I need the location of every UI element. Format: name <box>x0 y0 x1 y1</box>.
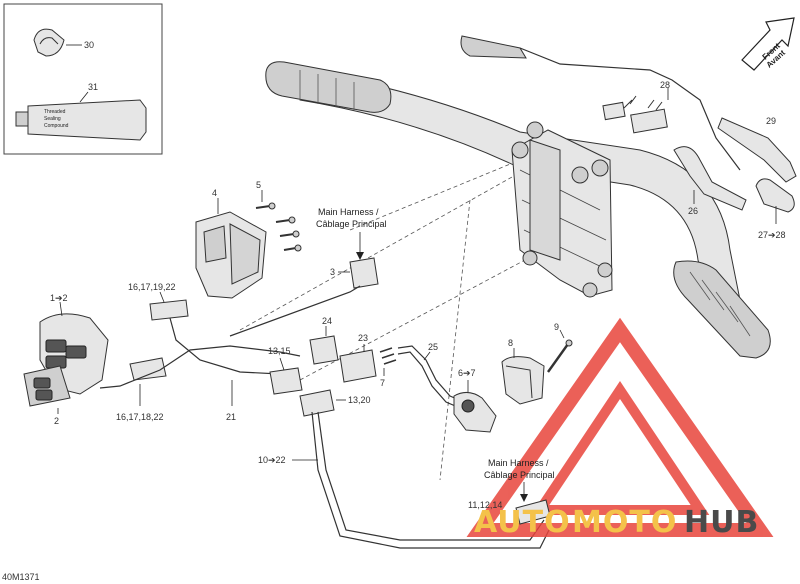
callout-3: 3 <box>330 267 335 277</box>
watermark-text-auto: AUTO <box>474 505 571 540</box>
handlebar <box>265 61 771 359</box>
figure-code: 40M1371 <box>2 572 40 582</box>
harness-label-2-line1: Main Harness / <box>488 458 549 468</box>
front-direction-arrow: Front Avant <box>741 17 795 71</box>
callout-28: 28 <box>660 80 670 90</box>
harness-label-1-line1: Main Harness / <box>318 207 379 217</box>
callout-10-22: 10➔22 <box>258 455 286 465</box>
callout-8: 8 <box>508 338 513 348</box>
callout-26: 26 <box>688 206 698 216</box>
part-21-harness <box>99 345 301 389</box>
callout-1-2: 1➔2 <box>50 293 68 303</box>
callout-4: 4 <box>212 188 217 198</box>
svg-text:Sealing: Sealing <box>44 116 61 122</box>
part-28-connector-a <box>602 101 626 121</box>
connector-16-upper <box>149 299 189 321</box>
part-7-pins <box>379 347 397 365</box>
callout-16-upper: 16,17,19,22 <box>128 282 176 292</box>
svg-text:Compound: Compound <box>44 123 69 129</box>
part-8-housing <box>501 356 545 405</box>
part-3-connector <box>349 257 379 289</box>
part-24-connector <box>309 335 339 365</box>
part-23-connector <box>339 349 377 383</box>
callout-13-20: 13,20 <box>348 395 371 405</box>
callout-9: 9 <box>554 322 559 332</box>
callout-21: 21 <box>226 412 236 422</box>
callout-7: 7 <box>380 378 385 388</box>
harness-label-1-line2: Câblage Principal <box>316 219 387 229</box>
watermark-text-hub: HUB <box>684 505 759 540</box>
callout-29: 29 <box>766 116 776 126</box>
part-26-sleeve <box>673 146 747 211</box>
callout-23: 23 <box>358 333 368 343</box>
top-grip-cover <box>460 35 527 59</box>
handlebar-riser <box>511 121 613 298</box>
callout-25: 25 <box>428 342 438 352</box>
callout-27-28: 27➔28 <box>758 230 786 240</box>
switch-button-a <box>45 339 67 353</box>
part-31-tube <box>27 99 147 141</box>
callout-2: 2 <box>54 416 59 426</box>
part-30-grommet <box>33 28 65 57</box>
part-27-boot <box>755 178 795 213</box>
right-grip <box>673 260 771 359</box>
callout-31: 31 <box>88 82 98 92</box>
part-25-harness <box>397 345 465 403</box>
switch-button-c <box>45 355 67 369</box>
part-6-switch <box>453 392 497 433</box>
part-9-pin <box>547 343 569 373</box>
switch-button-b <box>65 345 87 359</box>
part-28-connector-b <box>630 108 668 134</box>
part-5-screws <box>255 202 302 252</box>
connector-13-15 <box>269 367 303 395</box>
callout-11-14: 11,12,14 <box>468 500 502 510</box>
callout-13-15: 13,15 <box>268 346 291 356</box>
left-grip <box>265 61 392 113</box>
callout-5: 5 <box>256 180 261 190</box>
connector-13-20 <box>299 389 335 417</box>
callout-6-7: 6➔7 <box>458 368 476 378</box>
callout-24: 24 <box>322 316 332 326</box>
callout-16-lower: 16,17,18,22 <box>116 412 164 422</box>
watermark-text-moto: MOTO <box>572 505 677 540</box>
connector-16-lower <box>129 357 167 381</box>
watermark-logo <box>466 317 774 537</box>
callout-30: 30 <box>84 40 94 50</box>
tube-cap <box>15 111 29 127</box>
part-29-tube <box>717 117 797 183</box>
svg-text:Threaded: Threaded <box>44 109 66 115</box>
connector-11-14 <box>515 499 551 525</box>
harness-label-2-line2: Câblage Principal <box>484 470 555 480</box>
